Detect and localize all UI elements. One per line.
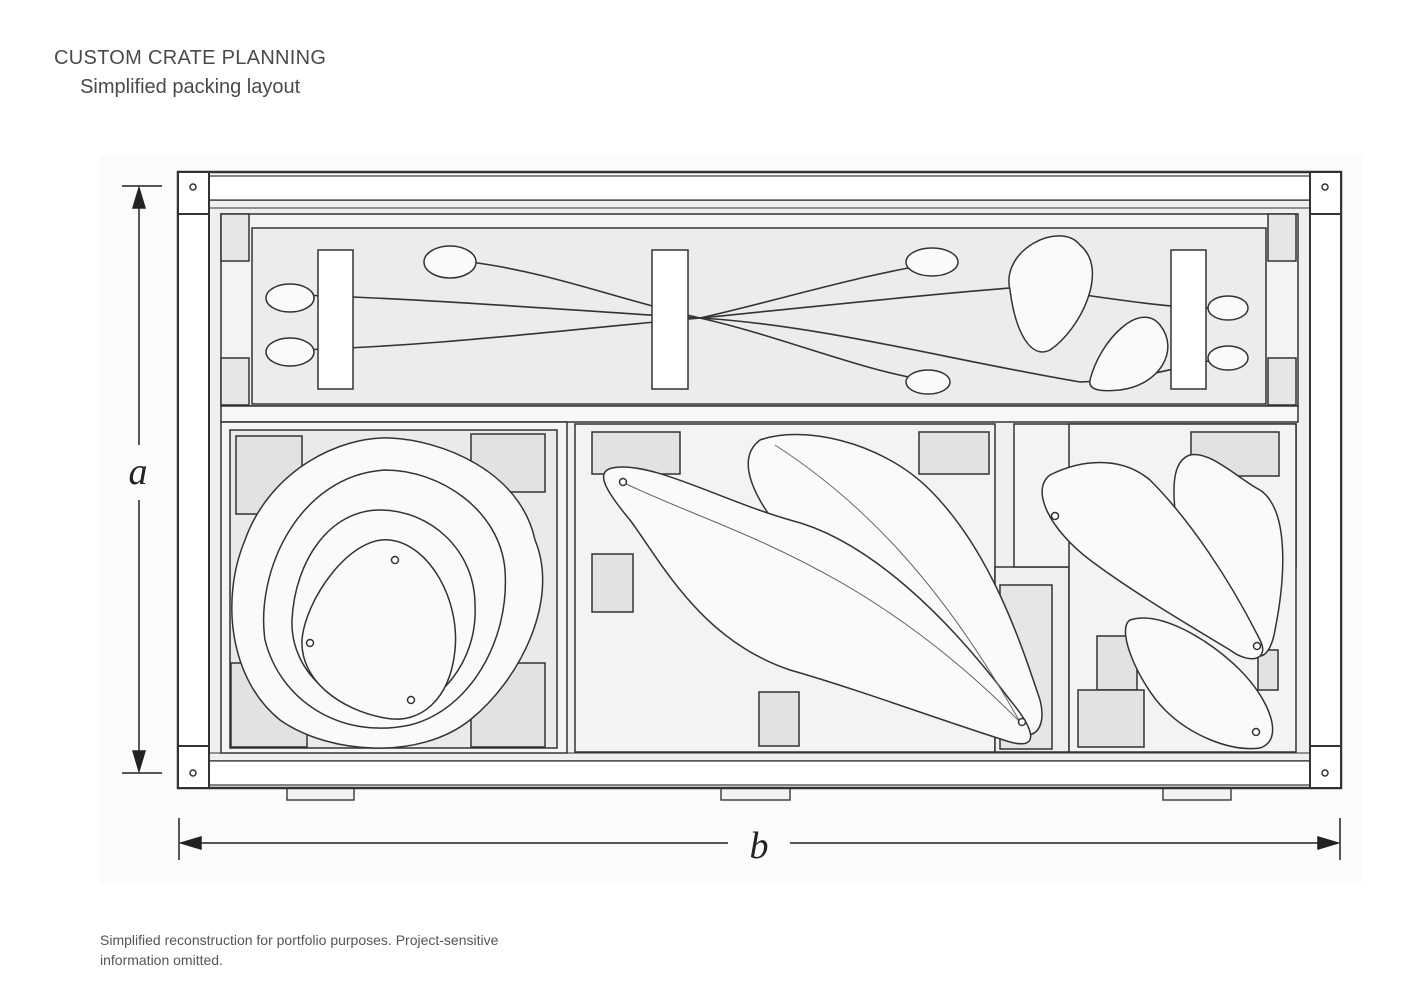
small-leaf-bolts — [1050, 511, 1262, 737]
header: CUSTOM CRATE PLANNING Simplified packing… — [54, 44, 326, 102]
rose-bolts — [305, 555, 416, 705]
small-leaf-parts — [1041, 453, 1284, 750]
dimension-a-label: a — [129, 451, 148, 493]
large-leaf-parts — [602, 433, 1043, 745]
page-subtitle: Simplified packing layout — [80, 76, 301, 98]
dimension-a — [122, 185, 162, 774]
flower-buds — [265, 235, 1249, 395]
rose-part — [231, 437, 544, 749]
large-leaf-bolts — [618, 477, 1027, 727]
footnote: Simplified reconstruction for portfolio … — [100, 932, 499, 968]
leaf-veins — [621, 444, 1021, 723]
dimension-b — [178, 818, 1341, 860]
frame-bolts — [189, 183, 1329, 777]
top-support-blocks — [317, 249, 1207, 390]
crate-skids — [286, 787, 1232, 801]
page-title: CUSTOM CRATE PLANNING — [54, 47, 327, 69]
dimension-b-label: b — [750, 825, 769, 867]
